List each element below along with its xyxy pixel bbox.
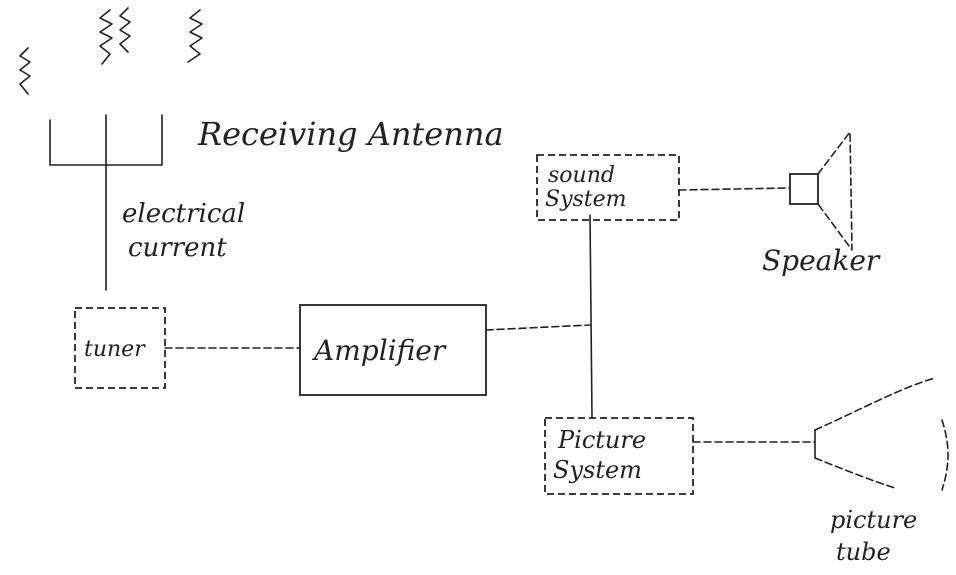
picture-tube-icon: [814, 377, 949, 491]
amplifier-label: Amplifier: [311, 334, 447, 367]
speaker-icon: [789, 131, 853, 251]
picture-label-1: Picture: [557, 426, 646, 454]
antenna-label: Receiving Antenna: [197, 115, 504, 153]
amplifier-block: [299, 304, 487, 396]
radio-waves: [19, 7, 203, 95]
tube-label-1: picture: [830, 506, 917, 534]
speaker-label: Speaker: [762, 244, 881, 277]
picture-system-block: [544, 417, 694, 495]
sound-system-block: [536, 154, 680, 221]
tuner-block: [74, 307, 166, 389]
current-label: current: [128, 233, 227, 263]
sound-label-1: sound: [548, 163, 615, 188]
receiving-antenna: [49, 114, 163, 291]
sound-label-2: System: [545, 187, 627, 212]
amplifier-output-line: [485, 324, 591, 331]
picture-label-2: System: [553, 456, 642, 484]
electrical-label: electrical: [122, 199, 245, 229]
tube-label-2: tube: [836, 538, 891, 566]
sound-to-speaker-line: [678, 187, 791, 191]
tuner-label: tuner: [84, 337, 146, 362]
signal-bus-line: [589, 214, 593, 419]
